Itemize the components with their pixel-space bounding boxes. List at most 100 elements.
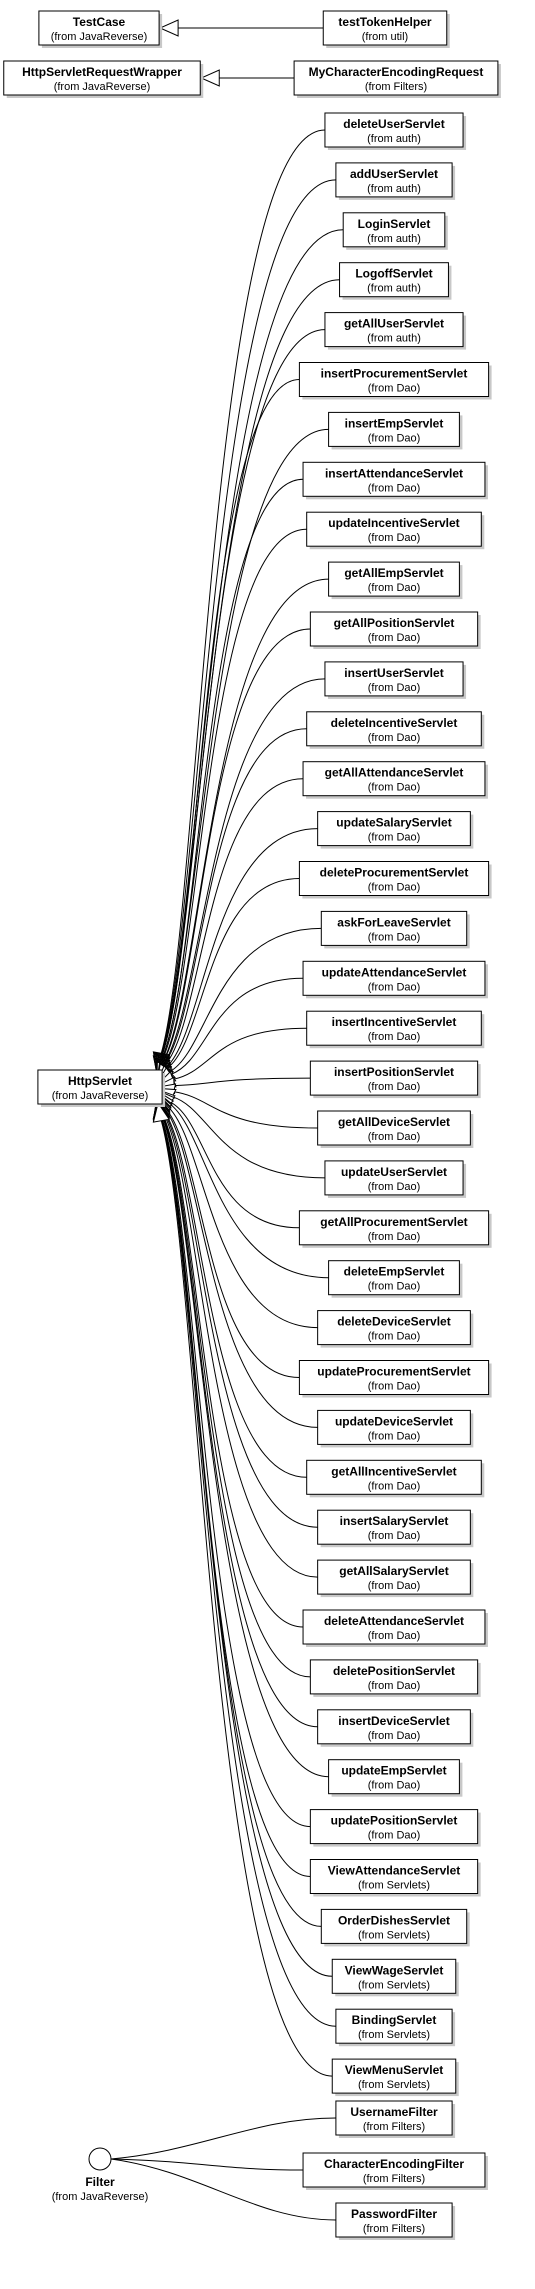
box-frame <box>320 1908 468 1944</box>
class-package: (from Dao) <box>368 1780 421 1792</box>
inheritance-line <box>163 1109 307 1478</box>
class-name: MyCharacterEncodingRequest <box>309 65 484 79</box>
class-package: (from Dao) <box>368 632 421 644</box>
class-box-update-device-servlet[interactable]: updateDeviceServlet(from Dao) <box>317 1409 474 1448</box>
class-box-get-all-salary-servlet[interactable]: getAllSalaryServlet (from Dao) <box>317 1559 474 1598</box>
inheritance-line <box>168 1102 329 1279</box>
class-box-delete-user-servlet[interactable]: deleteUserServlet(from auth) <box>324 112 467 150</box>
class-box-http-servlet[interactable]: HttpServlet(from JavaReverse) <box>37 1069 166 1107</box>
class-box-delete-procurement-servlet[interactable]: deleteProcurementServlet(from Dao) <box>298 861 492 899</box>
inheritance-line <box>172 1096 325 1179</box>
class-box-get-all-incentive-servlet[interactable]: getAllIncentiveServlet(from Dao) <box>306 1459 485 1498</box>
class-box-insert-user-servlet[interactable]: insertUserServlet(from Dao) <box>324 661 467 699</box>
class-box-insert-procurement-servlet[interactable]: insertProcurementServlet(from Dao) <box>298 362 492 400</box>
class-box-test-token-helper[interactable]: testTokenHelper(from util) <box>322 10 450 48</box>
class-box-username-filter[interactable]: UsernameFilter(from Filters) <box>335 2100 456 2138</box>
box-frame <box>306 711 482 747</box>
class-box-order-dishes-servlet[interactable]: OrderDishesServlet(from Servlets) <box>320 1908 470 1947</box>
inheritance-line <box>160 1120 333 2077</box>
box-frame <box>328 561 460 597</box>
class-name: PasswordFilter <box>351 2207 437 2221</box>
class-package: (from Dao) <box>368 432 421 444</box>
class-package: (from Dao) <box>368 1331 421 1343</box>
generalization-arrow <box>200 69 220 87</box>
class-box-ask-for-leave-servlet[interactable]: askForLeaveServlet(from Dao) <box>320 910 470 949</box>
class-box-delete-emp-servlet[interactable]: deleteEmpServlet(from Dao) <box>328 1260 463 1298</box>
inheritance-line <box>161 1113 311 1678</box>
box-frame <box>317 1310 471 1346</box>
class-box-logoff-servlet[interactable]: LogoffServlet(from auth) <box>339 262 452 300</box>
class-box-update-emp-servlet[interactable]: updateEmpServlet (from Dao) <box>328 1759 463 1797</box>
class-box-view-wage-servlet[interactable]: ViewWageServlet(from Servlets) <box>331 1958 459 1997</box>
inheritance-line <box>161 1114 318 1728</box>
class-box-insert-position-servlet[interactable]: insertPositionServlet(from Dao) <box>309 1060 481 1099</box>
class-box-test-case[interactable]: TestCase(from JavaReverse) <box>38 10 163 48</box>
class-name: insertIncentiveServlet <box>332 1015 457 1029</box>
box-frame <box>317 1409 471 1445</box>
class-package: (from Servlets) <box>358 1929 430 1941</box>
box-frame <box>317 811 471 847</box>
class-package: (from Dao) <box>368 1580 421 1592</box>
class-box-get-all-procurement-servlet[interactable]: getAllProcurementServlet(from Dao) <box>298 1210 492 1248</box>
class-name: LoginServlet <box>358 217 431 231</box>
inheritance-line <box>160 379 300 1058</box>
class-box-get-all-user-servlet[interactable]: getAllUserServlet(from auth) <box>324 312 467 350</box>
box-frame <box>322 10 448 46</box>
class-box-update-procurement-servlet[interactable]: updateProcurementServlet(from Dao) <box>298 1360 492 1398</box>
class-name: deleteAttendanceServlet <box>324 1614 464 1628</box>
class-box-http-servlet-request-wrapper[interactable]: HttpServletRequestWrapper(from JavaRever… <box>3 60 204 98</box>
box-frame <box>331 2058 457 2094</box>
class-box-delete-incentive-servlet[interactable]: deleteIncentiveServlet(from Dao) <box>306 711 485 749</box>
class-box-my-character-encoding-request[interactable]: MyCharacterEncodingRequest(from Filters) <box>293 60 501 98</box>
class-name: getAllDeviceServlet <box>338 1115 450 1129</box>
box-frame <box>317 1110 471 1146</box>
class-box-login-servlet[interactable]: LoginServlet(from auth) <box>342 212 448 250</box>
class-box-get-all-device-servlet[interactable]: getAllDeviceServlet(from Dao) <box>317 1110 474 1148</box>
class-box-get-all-emp-servlet[interactable]: getAllEmpServlet(from Dao) <box>328 561 463 600</box>
inheritance-edges <box>110 19 344 2221</box>
class-box-add-user-servlet[interactable]: addUserServlet(from auth) <box>335 162 456 200</box>
class-name: insertAttendanceServlet <box>325 466 463 480</box>
class-name: insertUserServlet <box>344 666 443 680</box>
class-box-character-encoding-filter[interactable]: CharacterEncodingFilter(from Filters) <box>302 2152 488 2190</box>
class-package: (from auth) <box>367 333 421 345</box>
class-package: (from JavaReverse) <box>54 81 151 93</box>
interface-filter[interactable]: Filter(from JavaReverse) <box>52 2147 149 2203</box>
class-box-binding-servlet[interactable]: BindingServlet(from Servlets) <box>335 2008 456 2047</box>
box-frame <box>3 60 201 96</box>
class-box-update-user-servlet[interactable]: updateUserServlet(from Dao) <box>324 1160 467 1198</box>
inheritance-line <box>164 778 304 1066</box>
box-frame <box>320 910 468 946</box>
class-box-insert-incentive-servlet[interactable]: insertIncentiveServlet(from Dao) <box>306 1010 485 1049</box>
box-frame <box>317 1559 471 1595</box>
class-box-get-all-position-servlet[interactable]: getAllPositionServlet(from Dao) <box>309 611 481 649</box>
class-box-delete-position-servlet[interactable]: deletePositionServlet(from Dao) <box>309 1659 481 1697</box>
inheritance-line <box>162 628 311 1063</box>
class-box-update-incentive-servlet[interactable]: updateIncentiveServlet(from Dao) <box>306 511 485 550</box>
class-name: BindingServlet <box>352 2013 437 2027</box>
class-name: updateEmpServlet <box>341 1764 446 1778</box>
box-frame <box>302 1609 486 1645</box>
class-package: (from Dao) <box>368 832 421 844</box>
class-box-get-all-attendance-servlet[interactable]: getAllAttendanceServlet(from Dao) <box>302 761 488 799</box>
class-name: getAllSalaryServlet <box>339 1564 448 1578</box>
class-box-delete-device-servlet[interactable]: deleteDeviceServlet(from Dao) <box>317 1310 474 1348</box>
class-box-delete-attendance-servlet[interactable]: deleteAttendanceServlet(from Dao) <box>302 1609 488 1647</box>
generalization-arrow <box>158 19 179 37</box>
class-box-update-attendance-servlet[interactable]: updateAttendanceServlet(from Dao) <box>302 960 488 999</box>
class-box-insert-attendance-servlet[interactable]: insertAttendanceServlet(from Dao) <box>302 461 488 500</box>
class-box-update-position-servlet[interactable]: updatePositionServlet(from Dao) <box>309 1809 481 1847</box>
class-box-view-menu-servlet[interactable]: ViewMenuServlet(from Servlets) <box>331 2058 459 2097</box>
class-box-view-attendance-servlet[interactable]: ViewAttendanceServlet(from Servlets) <box>309 1859 481 1897</box>
class-box-insert-emp-servlet[interactable]: insertEmpServlet(from Dao) <box>328 411 463 450</box>
class-box-insert-salary-servlet[interactable]: insertSalaryServlet(from Dao) <box>317 1509 474 1548</box>
class-package: (from auth) <box>367 133 421 145</box>
class-box-insert-device-servlet[interactable]: insertDeviceServlet(from Dao) <box>317 1709 474 1747</box>
class-box-password-filter[interactable]: PasswordFilter(from Filters) <box>335 2202 456 2240</box>
inheritance-line <box>164 1108 318 1428</box>
class-package: (from Dao) <box>368 532 421 544</box>
inheritance-line <box>166 1105 318 1329</box>
class-package: (from Dao) <box>368 931 421 943</box>
box-frame <box>339 262 449 298</box>
class-box-update-salary-servlet[interactable]: updateSalaryServlet(from Dao) <box>317 811 474 849</box>
